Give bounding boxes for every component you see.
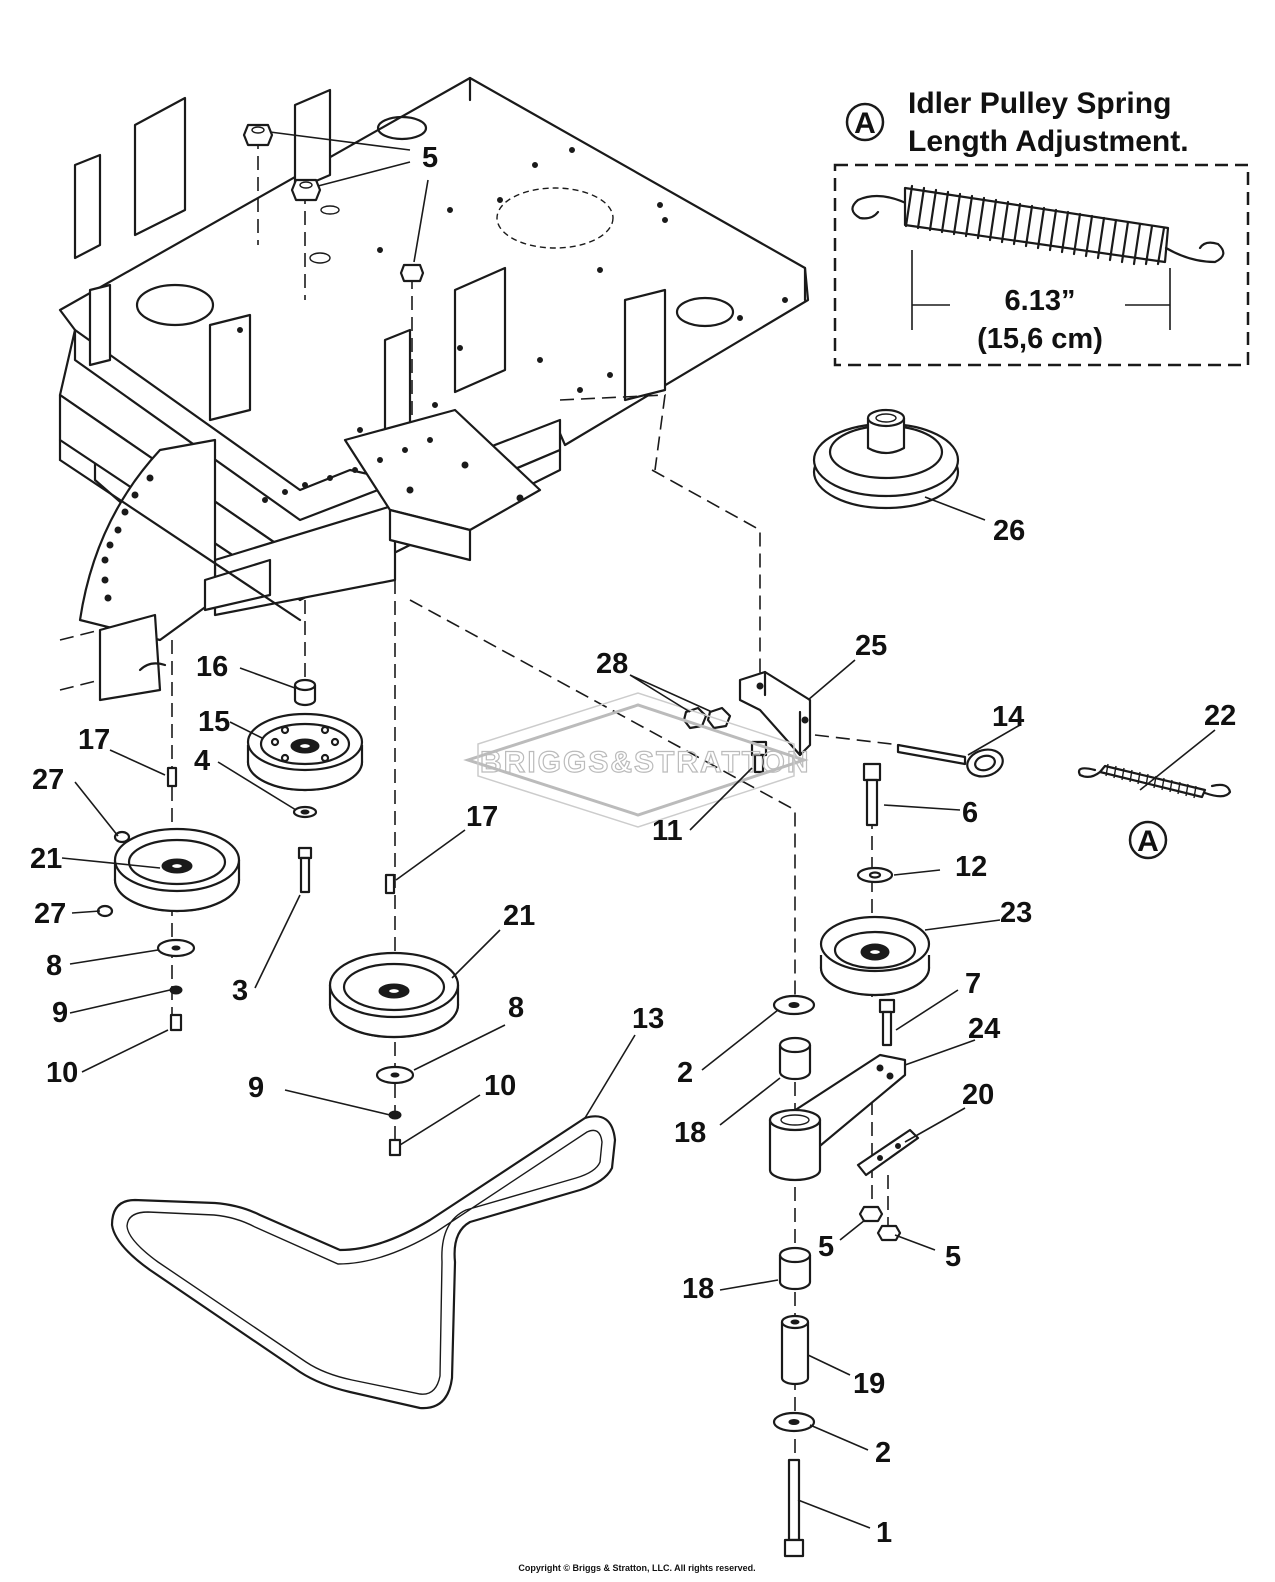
- bolt-6: [862, 762, 882, 827]
- key-17-mid: [384, 873, 396, 895]
- callout-2-bottom: 2: [875, 1437, 891, 1469]
- callout-10-mid: 10: [484, 1070, 516, 1102]
- bushing-18-top: [778, 1036, 812, 1081]
- callout-5-lower-left: 5: [818, 1231, 834, 1263]
- bolt-1: [783, 1458, 805, 1558]
- callout-23: 23: [1000, 897, 1032, 929]
- inset-dashed-frame: [833, 163, 1250, 367]
- callout-2-top: 2: [677, 1057, 693, 1089]
- pulley-21-left: [113, 827, 241, 913]
- callout-11: 11: [652, 815, 683, 847]
- callout-20: 20: [962, 1079, 994, 1111]
- nut-5-lower-left: [858, 1205, 884, 1223]
- bolt-10-mid: [388, 1138, 402, 1157]
- callout-26: 26: [993, 515, 1025, 547]
- callout-14: 14: [992, 701, 1024, 733]
- lockwasher-9-mid: [388, 1110, 402, 1120]
- callout-21-mid: 21: [503, 900, 535, 932]
- bolt-7: [878, 998, 896, 1047]
- pulley-15: [246, 712, 364, 792]
- callout-numbers: 5 26 25 28 14 22 16 15 17 27 4 11 6 17 2…: [30, 142, 1236, 1549]
- nut-5-lower-right: [876, 1224, 902, 1242]
- drive-belt-13: [110, 1115, 617, 1410]
- callout-18-top: 18: [674, 1117, 706, 1149]
- callout-16: 16: [196, 651, 228, 683]
- setscrew-27-top: [113, 830, 131, 844]
- bolt-3: [297, 846, 313, 894]
- spacer-19: [780, 1314, 810, 1386]
- key-17-left: [166, 766, 178, 788]
- callout-17-left: 17: [78, 724, 110, 756]
- callout-8-mid: 8: [508, 992, 524, 1024]
- callout-18-bottom: 18: [682, 1273, 714, 1305]
- callout-5-top: 5: [422, 142, 438, 174]
- inset-title-line2: Length Adjustment.: [908, 125, 1189, 158]
- callout-3: 3: [232, 975, 248, 1007]
- pulley-26: [812, 408, 960, 510]
- callout-1: 1: [876, 1517, 892, 1549]
- lockwasher-9-left: [169, 985, 183, 995]
- washer-8-left: [156, 938, 196, 958]
- washer-2-top: [772, 994, 816, 1016]
- callout-21-left: 21: [30, 843, 62, 875]
- callout-5-lower-right: 5: [945, 1241, 961, 1273]
- spring-ref-badge-circle: [1128, 820, 1168, 860]
- callout-9-left: 9: [52, 997, 68, 1029]
- spring-adjustment-inset: A Idler Pulley Spring Length Adjustment.…: [833, 87, 1250, 367]
- callout-12: 12: [955, 851, 987, 883]
- spacer-16: [293, 678, 317, 707]
- nut-5-top-1: [242, 123, 274, 147]
- callout-4: 4: [194, 745, 210, 777]
- dimension-inches: 6.13”: [1005, 285, 1076, 317]
- leader-lines: [61, 131, 1216, 1529]
- washer-2-bottom: [772, 1411, 816, 1433]
- bracket-25: [738, 670, 812, 757]
- inset-spring-drawing: [851, 184, 1225, 266]
- dimension-cm: (15,6 cm): [977, 323, 1103, 355]
- dimension-lines: [911, 250, 1171, 330]
- chassis-frame: [58, 76, 810, 702]
- callout-25: 25: [855, 630, 887, 662]
- washer-12: [856, 866, 894, 884]
- inset-badge-letter: A: [854, 107, 876, 140]
- callout-13: 13: [632, 1003, 664, 1035]
- spring-ref-badge-letter: A: [1137, 825, 1159, 858]
- callout-27-top: 27: [32, 764, 64, 796]
- callout-6: 6: [962, 797, 978, 829]
- callout-15: 15: [198, 706, 230, 738]
- callout-24: 24: [968, 1013, 1000, 1045]
- callout-9-mid: 9: [248, 1072, 264, 1104]
- eyebolt-14: [896, 743, 1004, 778]
- washer-8-mid: [375, 1065, 415, 1085]
- callout-19: 19: [853, 1368, 885, 1400]
- inset-title-line1: Idler Pulley Spring: [908, 87, 1171, 120]
- copyright-notice: Copyright © Briggs & Stratton, LLC. All …: [518, 1563, 755, 1573]
- spring-22: [1077, 763, 1232, 799]
- callout-7: 7: [965, 968, 981, 1000]
- callout-8-left: 8: [46, 950, 62, 982]
- watermark-text: BRIGGS&STRATTON: [480, 746, 811, 779]
- setscrew-27-bottom: [96, 904, 114, 918]
- callout-27-bottom: 27: [34, 898, 66, 930]
- pulley-21-mid: [328, 951, 460, 1039]
- callout-10-left: 10: [46, 1057, 78, 1089]
- callout-28: 28: [596, 648, 628, 680]
- bolt-10-left: [169, 1013, 183, 1032]
- callout-17-mid: 17: [466, 801, 498, 833]
- pulley-23: [819, 915, 931, 997]
- washer-4: [292, 805, 318, 819]
- nut-5-top-2: [290, 178, 322, 202]
- inset-badge-circle: [845, 102, 885, 142]
- idler-hub: [768, 1108, 822, 1182]
- brand-watermark: BRIGGS&STRATTON: [463, 692, 811, 828]
- plate-20: [856, 1128, 920, 1177]
- nut-5-top-3: [399, 263, 425, 283]
- callout-22: 22: [1204, 700, 1236, 732]
- bushing-18-bottom: [778, 1246, 812, 1291]
